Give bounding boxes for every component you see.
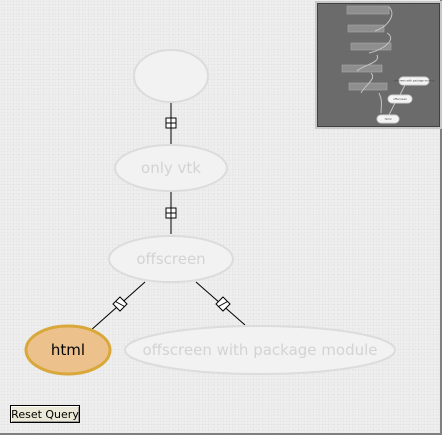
minimap-label: offscreen	[393, 97, 407, 101]
version-node-label: offscreen with package module	[142, 341, 377, 359]
version-node-label: only vtk	[141, 159, 201, 177]
overview-minimap[interactable]: offscreen with package module offscreen …	[315, 1, 442, 129]
expand-box-icon[interactable]	[165, 207, 177, 219]
version-node-html[interactable]: html	[24, 324, 112, 376]
minimap-drawing: offscreen with package module offscreen …	[341, 5, 435, 124]
version-node-label: html	[51, 341, 85, 359]
diamond-marker-icon[interactable]	[112, 296, 128, 312]
reset-query-button[interactable]: Reset Query	[10, 405, 80, 423]
expand-box-icon[interactable]	[165, 117, 177, 129]
version-node-root[interactable]	[133, 49, 209, 103]
version-node-offscreen[interactable]: offscreen	[108, 235, 234, 283]
minimap-label: offscreen with package module	[394, 79, 435, 83]
minimap-node: offscreen with package module	[394, 76, 435, 86]
minimap-node: offscreen	[387, 94, 413, 104]
diamond-marker-icon[interactable]	[215, 296, 231, 312]
minimap-node: html	[376, 114, 400, 124]
version-node-offscreen-package[interactable]: offscreen with package module	[124, 325, 396, 375]
version-node-only-vtk[interactable]: only vtk	[114, 144, 228, 192]
version-node-label: offscreen	[136, 250, 205, 268]
minimap-label: html	[385, 117, 392, 121]
